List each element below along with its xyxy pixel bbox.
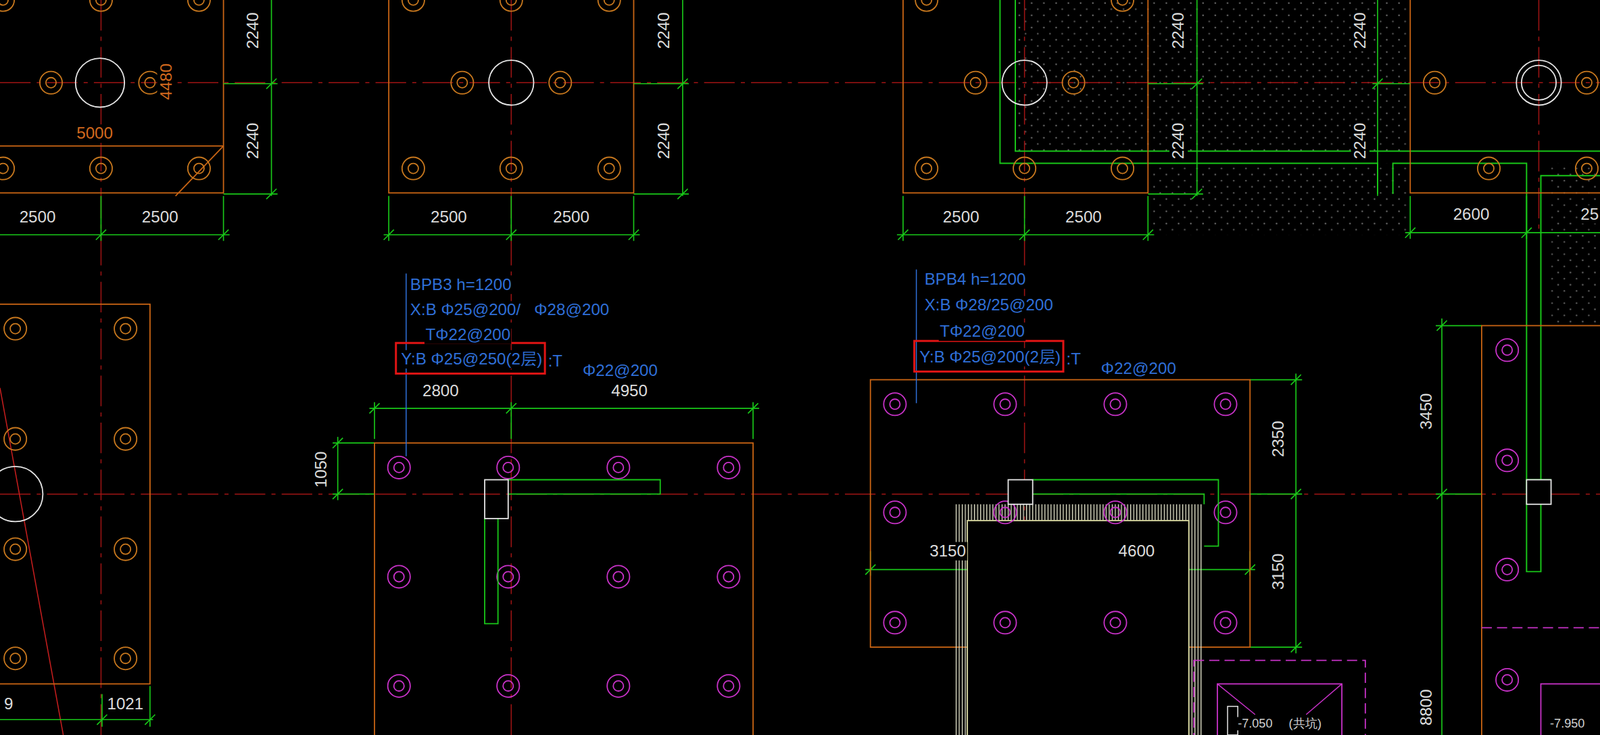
elevation: -7.050: [1237, 716, 1274, 731]
rebar-note: TΦ22@200: [424, 325, 512, 345]
dimension: 1050: [312, 450, 331, 489]
dimension: 2240: [655, 121, 674, 161]
dimension: 4480: [156, 62, 176, 101]
rebar-note: Φ22@200: [1099, 358, 1177, 378]
dimension: 2500: [429, 208, 469, 227]
highlight-box: Y:B Φ25@200(2层): [913, 340, 1064, 373]
dimension: 2800: [421, 381, 460, 401]
dimension: 2240: [655, 11, 674, 51]
rebar-note: Φ22@200: [581, 360, 659, 380]
dimension: 2500: [140, 208, 180, 227]
dimension: 2240: [244, 11, 263, 51]
dimension: 3150: [1269, 552, 1288, 591]
dimension: 2600: [1451, 204, 1491, 224]
rebar-note: TΦ22@200: [938, 322, 1027, 341]
rebar-note: Y:B Φ25@200(2层): [919, 348, 1061, 367]
dimension: 9: [3, 694, 15, 714]
dimension: 3150: [928, 542, 968, 561]
cap-mark: BPB4 h=1200: [923, 270, 1027, 289]
dimension: 5000: [75, 124, 115, 143]
rebar-note: :T: [546, 352, 564, 371]
dimension: 8800: [1417, 688, 1436, 727]
dimension: 2240: [1351, 121, 1370, 161]
rebar-note: X:B Φ25@200/ Φ28@200: [408, 300, 610, 320]
dimension: 2500: [941, 208, 981, 227]
dimension: 1021: [106, 694, 145, 714]
dimension: 25: [1579, 204, 1600, 224]
dimension: 2500: [552, 208, 591, 227]
dimension: 2500: [1064, 208, 1104, 227]
dimension: 2240: [1169, 11, 1188, 51]
dimension: 2350: [1269, 419, 1288, 459]
rebar-note: :T: [1065, 350, 1082, 369]
pit-note: (共坑): [1287, 716, 1323, 731]
cap-mark: BPB3 h=1200: [408, 275, 513, 295]
dimension: 2500: [18, 208, 57, 227]
dimension: 2240: [1169, 121, 1188, 161]
dimension: 2240: [1351, 11, 1370, 51]
dimension: 4600: [1117, 542, 1156, 561]
rebar-note: Y:B Φ25@250(2层): [400, 350, 543, 369]
rebar-note: X:B Φ28/25@200: [923, 296, 1054, 315]
dimension: 4950: [610, 381, 649, 401]
dimension: 3450: [1417, 392, 1436, 431]
elevation: -7.950: [1549, 716, 1586, 731]
dimension: 2240: [244, 121, 263, 161]
highlight-box: Y:B Φ25@250(2层): [394, 342, 546, 375]
